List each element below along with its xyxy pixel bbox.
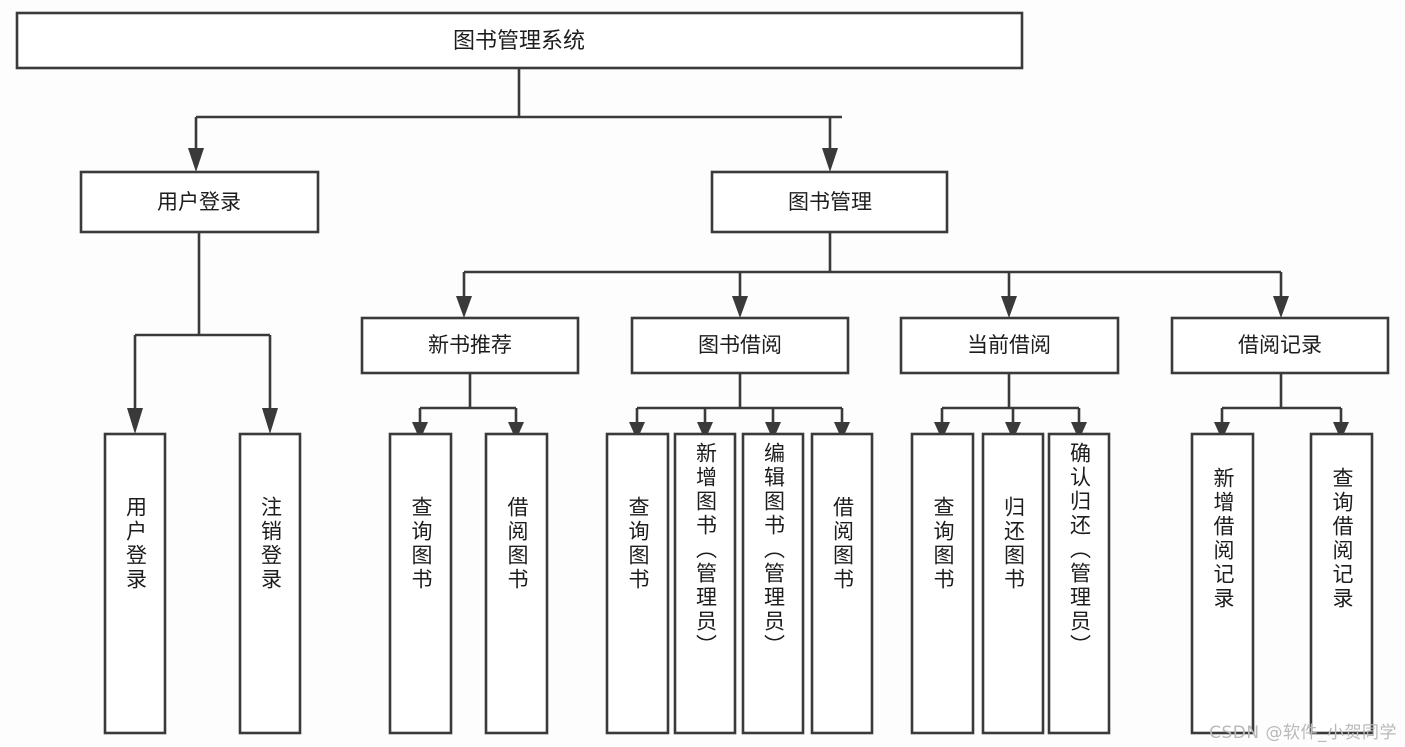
node-book-management-box[interactable] xyxy=(710,170,949,234)
node-book-borrow[interactable]: 图书借阅 xyxy=(630,316,850,375)
arrow-icon-to-leaf-9 xyxy=(934,422,950,440)
leaf-box-query-record[interactable] xyxy=(1309,432,1374,735)
leaf-box-query-book-1[interactable] xyxy=(388,432,453,735)
node-current-borrow[interactable]: 当前借阅 xyxy=(899,316,1120,375)
arrow-icon-to-leaf-12 xyxy=(1214,422,1230,440)
node-new-book-recommend[interactable]: 新书推荐 xyxy=(360,316,580,375)
arrow-icon-to-leaf-8 xyxy=(834,422,850,440)
arrow-icon-to-leaf-5 xyxy=(629,422,645,440)
arrow-icon-to-record xyxy=(1273,296,1289,318)
arrow-icon-to-book-mgmt xyxy=(822,148,838,172)
node-new-book-recommend-box[interactable] xyxy=(360,316,580,375)
node-borrow-record-box[interactable] xyxy=(1170,316,1390,375)
connector-group xyxy=(133,68,1343,422)
arrow-icon-to-new-book xyxy=(456,296,472,318)
arrow-icon-to-leaf-7 xyxy=(765,422,781,440)
node-user-login-box[interactable] xyxy=(79,170,320,234)
leaf-box-logout[interactable] xyxy=(238,432,302,735)
arrow-icon-to-leaf-11 xyxy=(1071,422,1087,440)
node-user-login-label: 用户登录 xyxy=(157,190,241,214)
leaf-box-confirm-return[interactable] xyxy=(1047,432,1111,735)
leaf-box-edit-book-admin[interactable] xyxy=(741,432,805,735)
arrow-icon-to-leaf-13 xyxy=(1333,422,1349,440)
node-book-management-label: 图书管理 xyxy=(788,190,872,214)
node-current-borrow-box[interactable] xyxy=(899,316,1120,375)
leaf-box-add-book-admin[interactable] xyxy=(673,432,737,735)
arrow-icon-to-leaf-4 xyxy=(508,422,524,440)
arrow-icon-to-leaf-1 xyxy=(127,408,143,434)
arrow-icon-to-leaf-2 xyxy=(262,408,278,434)
leaf-box-borrow-book-1[interactable] xyxy=(484,432,549,735)
node-user-login[interactable]: 用户登录 xyxy=(79,170,320,234)
node-current-borrow-label: 当前借阅 xyxy=(967,333,1051,357)
node-group: 图书管理系统 用户登录 图书管理 新书推荐 图书借阅 xyxy=(15,11,1390,735)
leaf-box-add-record[interactable] xyxy=(1190,432,1255,735)
arrowhead-group xyxy=(127,148,1349,440)
leaf-box-user-login[interactable] xyxy=(103,432,167,735)
node-borrow-record-label: 借阅记录 xyxy=(1238,333,1322,357)
arrow-icon-to-leaf-10 xyxy=(1005,422,1021,440)
leaf-box-return-book[interactable] xyxy=(981,432,1045,735)
arrow-icon-to-user-login xyxy=(188,148,204,172)
leaf-box-query-book-2[interactable] xyxy=(605,432,670,735)
arrow-icon-to-current xyxy=(1001,296,1017,318)
node-book-borrow-box[interactable] xyxy=(630,316,850,375)
arrow-icon-to-leaf-6 xyxy=(697,422,713,440)
node-root-label: 图书管理系统 xyxy=(453,29,585,54)
arrow-icon-to-borrow xyxy=(732,296,748,318)
node-book-management[interactable]: 图书管理 xyxy=(710,170,949,234)
leaf-box-query-book-3[interactable] xyxy=(910,432,975,735)
node-borrow-record[interactable]: 借阅记录 xyxy=(1170,316,1390,375)
node-root-box[interactable] xyxy=(15,11,1024,70)
watermark-text: CSDN @软件_小贺同学 xyxy=(1209,723,1397,743)
leaf-box-group xyxy=(103,432,1374,735)
node-new-book-recommend-label: 新书推荐 xyxy=(428,333,512,357)
arrow-icon-to-leaf-3 xyxy=(412,422,428,440)
node-book-borrow-label: 图书借阅 xyxy=(698,333,782,357)
leaf-box-borrow-book-2[interactable] xyxy=(810,432,874,735)
node-root[interactable]: 图书管理系统 xyxy=(15,11,1024,70)
